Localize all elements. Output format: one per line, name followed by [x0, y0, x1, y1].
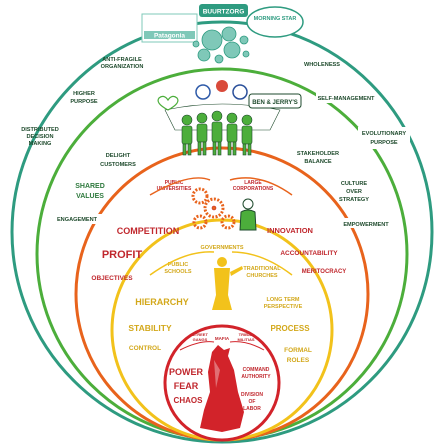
- label-gangs: GANGS: [193, 337, 208, 342]
- label-self-management: SELF-MANAGEMENT: [318, 96, 375, 102]
- label-competition: COMPETITION: [117, 226, 180, 236]
- ben-jerrys-logo: BEN & JERRY'S: [248, 93, 302, 109]
- label-customers: CUSTOMERS: [100, 162, 136, 168]
- red-arc-right: [229, 341, 265, 351]
- label-street: STREET: [192, 332, 208, 337]
- people-group-icon: [164, 103, 281, 156]
- label-control: CONTROL: [129, 345, 161, 352]
- label-values: VALUES: [76, 193, 104, 200]
- gears-icon: [191, 187, 236, 230]
- morningstar-label: MORNING STAR: [254, 16, 297, 22]
- wolf-silhouette-icon: [200, 345, 244, 432]
- label-public-schools-2: SCHOOLS: [164, 269, 192, 275]
- label-anti-fragile: ANTI-FRAGILE: [102, 57, 142, 63]
- label-division: DIVISION: [241, 392, 263, 398]
- buurtzorg-label: BUURTZORG: [203, 9, 245, 16]
- label-perspective: PERSPECTIVE: [264, 304, 303, 310]
- red-arc-left: [179, 341, 215, 351]
- label-long-term: LONG TERM: [267, 297, 300, 303]
- label-fear: FEAR: [174, 381, 199, 391]
- label-making: MAKING: [29, 141, 52, 147]
- label-balance: BALANCE: [304, 159, 332, 165]
- label-delight: DELIGHT: [106, 153, 131, 159]
- label-mafia: MAFIA: [215, 336, 230, 341]
- label-chaos: CHAOS: [174, 396, 204, 405]
- label-labor: LABOR: [243, 406, 261, 412]
- label-decision: DECISION: [26, 134, 53, 140]
- label-organization: ORGANIZATION: [101, 64, 144, 70]
- ben-jerrys-label: BEN & JERRY'S: [252, 100, 298, 106]
- morningstar-logo: MORNING STAR: [246, 6, 304, 38]
- label-governments: GOVERNMENTS: [200, 245, 243, 251]
- label-hierarchy: HIERARCHY: [135, 297, 189, 307]
- label-traditional: TRADITIONAL: [243, 266, 281, 272]
- label-evolutionary-purpose: PURPOSE: [370, 140, 398, 146]
- small-logos: [195, 80, 248, 100]
- label-empowerment: EMPOWERMENT: [343, 222, 389, 228]
- label-authority: AUTHORITY: [241, 374, 271, 380]
- orange-arc-right: [229, 177, 293, 196]
- heart-icon: [157, 95, 179, 111]
- label-large: LARGE: [244, 180, 262, 186]
- label-power: POWER: [169, 367, 204, 377]
- amber-arc-right: [231, 251, 293, 276]
- label-culture: CULTURE: [341, 181, 368, 187]
- label-corporations: CORPORATIONS: [233, 186, 274, 192]
- patagonia-label: Patagonia: [154, 33, 185, 40]
- label-meritocracy: MERITOCRACY: [302, 269, 347, 275]
- label-stakeholder: STAKEHOLDER: [297, 151, 339, 157]
- label-wholeness: WHOLENESS: [304, 62, 340, 68]
- orange-arc-left: [149, 177, 211, 196]
- label-tribal: TRIBAL: [239, 332, 254, 337]
- buurtzorg-banner: [199, 4, 248, 17]
- label-over: OVER: [346, 189, 362, 195]
- patagonia-logo: Patagonia: [141, 13, 198, 43]
- label-public-schools-1: PUBLIC: [168, 262, 189, 268]
- amber-arc-left: [149, 251, 215, 276]
- label-profit: PROFIT: [102, 249, 143, 261]
- label-shared: SHARED: [75, 183, 105, 190]
- bubble-cluster-icon: [192, 26, 250, 64]
- label-of: OF: [249, 399, 256, 405]
- label-innovation: INNOVATION: [267, 226, 313, 235]
- label-distributed: DISTRIBUTED: [21, 127, 59, 133]
- label-roles: ROLES: [287, 357, 310, 364]
- label-formal: FORMAL: [284, 347, 312, 354]
- standing-figure-icon: [212, 257, 243, 310]
- label-engagement: ENGAGEMENT: [57, 217, 98, 223]
- label-higher: HIGHER: [73, 91, 95, 97]
- standing-figure-icon: [239, 198, 257, 231]
- label-accountability: ACCOUNTABILITY: [280, 250, 338, 257]
- label-strategy: STRATEGY: [339, 197, 369, 203]
- label-churches: CHURCHES: [246, 273, 278, 279]
- label-universities: UNIVERSITIES: [157, 186, 192, 192]
- label-stability: STABILITY: [128, 323, 172, 333]
- label-process: PROCESS: [270, 324, 310, 333]
- label-command: COMMAND: [243, 367, 270, 373]
- label-militias: MILITIAS: [237, 337, 254, 342]
- label-objectives: OBJECTIVES: [91, 275, 133, 282]
- label-evolutionary: EVOLUTIONARY: [362, 131, 407, 137]
- label-purpose: PURPOSE: [70, 99, 98, 105]
